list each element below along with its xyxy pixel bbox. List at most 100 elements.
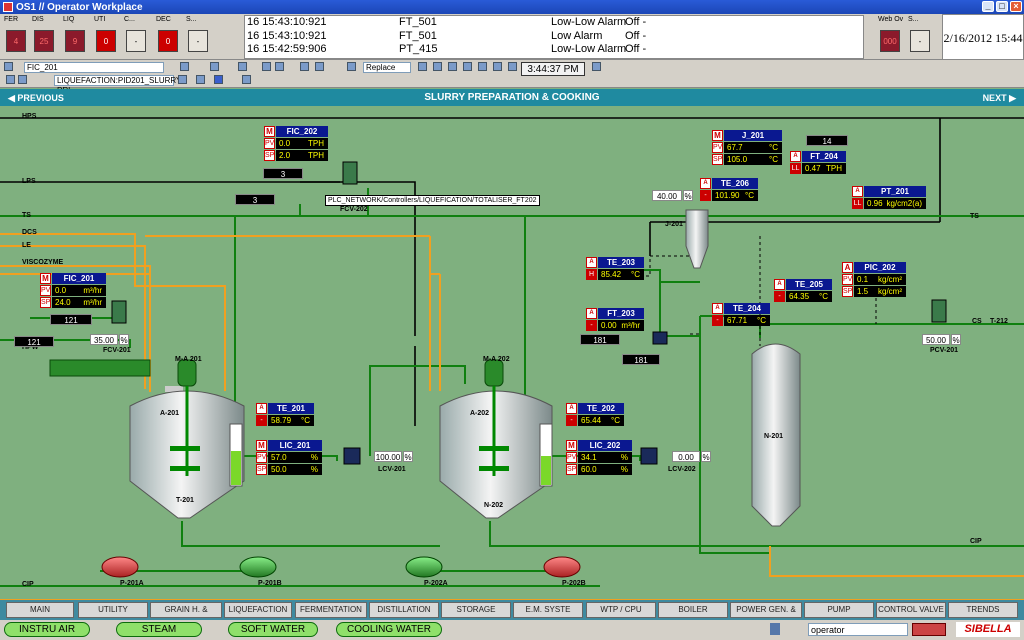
grid-icon[interactable] <box>418 62 427 71</box>
menu-power[interactable]: POWER GEN. & DIS. <box>730 602 802 628</box>
control-valves[interactable] <box>111 161 947 465</box>
menu-pump[interactable]: PUMP <box>804 602 874 618</box>
faceplate-te202[interactable]: A TE_202 - 65.44°C <box>566 403 624 427</box>
network-icon[interactable] <box>463 62 472 71</box>
mode-select[interactable]: Replace <box>363 62 411 73</box>
counter-s[interactable]: S...- <box>186 16 214 58</box>
window-icon[interactable] <box>238 62 247 71</box>
layer-icon[interactable] <box>196 75 205 84</box>
menu-grain[interactable]: GRAIN H. & MILLING <box>150 602 222 628</box>
menu-main[interactable]: MAIN <box>6 602 74 618</box>
menu-fermentation[interactable]: FERMENTATION <box>295 602 367 618</box>
tag-select[interactable]: FIC_201 <box>24 62 164 73</box>
zoom-icon[interactable] <box>178 75 187 84</box>
process-diagram <box>0 117 1024 600</box>
folder-icon[interactable] <box>4 62 13 71</box>
pumps[interactable] <box>101 556 581 578</box>
date-display: 2/16/2012 15:44 <box>942 14 1024 60</box>
toolbar-clock: 3:44:37 PM <box>521 62 585 76</box>
jet-cooker-j201[interactable] <box>685 209 709 269</box>
window-titlebar: OS1 // Operator Workplace _ □ × <box>0 0 1024 14</box>
util-instru-air[interactable]: INSTRU AIR <box>4 622 90 637</box>
previous-button[interactable]: ◀ PREVIOUS <box>8 93 64 103</box>
nav-bar: ◀ PREVIOUS SLURRY PREPARATION & COOKING … <box>0 89 1024 106</box>
util-soft-water[interactable]: SOFT WATER <box>228 622 318 637</box>
process-lines <box>0 188 1024 587</box>
settings-icon[interactable] <box>315 62 324 71</box>
fic202-total: 3 <box>263 168 303 179</box>
minimize-button[interactable]: _ <box>982 1 994 12</box>
menu-wtp[interactable]: WTP / CPU <box>586 602 656 618</box>
print-icon[interactable] <box>275 62 284 71</box>
menu-boiler[interactable]: BOILER <box>658 602 728 618</box>
maximize-button[interactable]: □ <box>996 1 1008 12</box>
menu-storage[interactable]: STORAGE <box>441 602 511 618</box>
display-icon[interactable] <box>210 62 219 71</box>
menu-control-valve[interactable]: CONTROL VALVE <box>876 602 946 618</box>
menu-distillation[interactable]: DISTILLATION <box>369 602 439 618</box>
signal-lines <box>640 236 877 346</box>
faceplate-te201[interactable]: A TE_201 - 58.79°C <box>256 403 314 427</box>
menu-em-system[interactable]: E.M. SYSTE <box>513 602 583 618</box>
path-select[interactable]: LIQUEFACTION:PID201_SLURRY PRI <box>54 75 181 95</box>
config-icon[interactable] <box>242 75 251 84</box>
search-icon[interactable] <box>262 62 271 71</box>
menu-utility[interactable]: UTILITY <box>78 602 148 618</box>
toolbar: FIC_201 LIQUEFACTION:PID201_SLURRY PRI R… <box>0 60 1024 95</box>
menu-trends[interactable]: TRENDS <box>948 602 1018 618</box>
faceplate-te204[interactable]: A TE_204 - 67.71°C <box>712 303 770 327</box>
counter-c[interactable]: C...- <box>124 16 152 58</box>
user-icon[interactable] <box>448 62 457 71</box>
grid-view-icon[interactable] <box>214 75 223 84</box>
faceplate-te206[interactable]: A TE_206 - 101.90°C <box>700 178 758 202</box>
info-icon[interactable] <box>508 62 517 71</box>
fcv201-output: 35.00 <box>90 334 118 345</box>
screw-conveyor[interactable] <box>49 359 151 377</box>
faceplate-j201[interactable]: M J_201 PV 67.7°C SP 105.0°C <box>712 130 782 166</box>
back-icon[interactable] <box>6 75 15 84</box>
alarm-indicator[interactable] <box>912 623 946 636</box>
refresh-icon[interactable] <box>592 62 601 71</box>
tools-icon[interactable] <box>347 62 356 71</box>
copy-icon[interactable] <box>300 62 309 71</box>
help-icon[interactable] <box>493 62 502 71</box>
forward-icon[interactable] <box>18 75 27 84</box>
lps-branch <box>350 181 416 336</box>
next-button[interactable]: NEXT ▶ <box>982 93 1016 103</box>
faceplate-lic202[interactable]: M LIC_202 PV 34.1% SP 60.0% <box>566 440 632 476</box>
util-steam[interactable]: STEAM <box>116 622 202 637</box>
util-cooling-water[interactable]: COOLING WATER <box>336 622 442 637</box>
faceplate-te203[interactable]: A TE_203 H 85.42°C <box>586 257 644 281</box>
tank-a202[interactable] <box>439 359 553 519</box>
page-title: SLURRY PREPARATION & COOKING <box>424 92 600 103</box>
tank-a201[interactable] <box>129 359 245 519</box>
faceplate-te205[interactable]: A TE_205 - 64.35°C <box>774 279 832 303</box>
arrow-icon[interactable] <box>180 62 189 71</box>
faceplate-lic201[interactable]: M LIC_201 PV 57.0% SP 50.0% <box>256 440 322 476</box>
column-n201[interactable] <box>751 343 801 527</box>
window-title: OS1 // Operator Workplace <box>16 1 143 13</box>
counter-s2[interactable]: S...- <box>908 16 936 58</box>
star-icon[interactable] <box>433 62 442 71</box>
alarm-icon[interactable] <box>478 62 487 71</box>
menu-liquefaction[interactable]: LIQUEFACTION <box>224 602 292 618</box>
close-button[interactable]: × <box>1010 1 1022 12</box>
user-field[interactable]: operator <box>808 623 908 636</box>
